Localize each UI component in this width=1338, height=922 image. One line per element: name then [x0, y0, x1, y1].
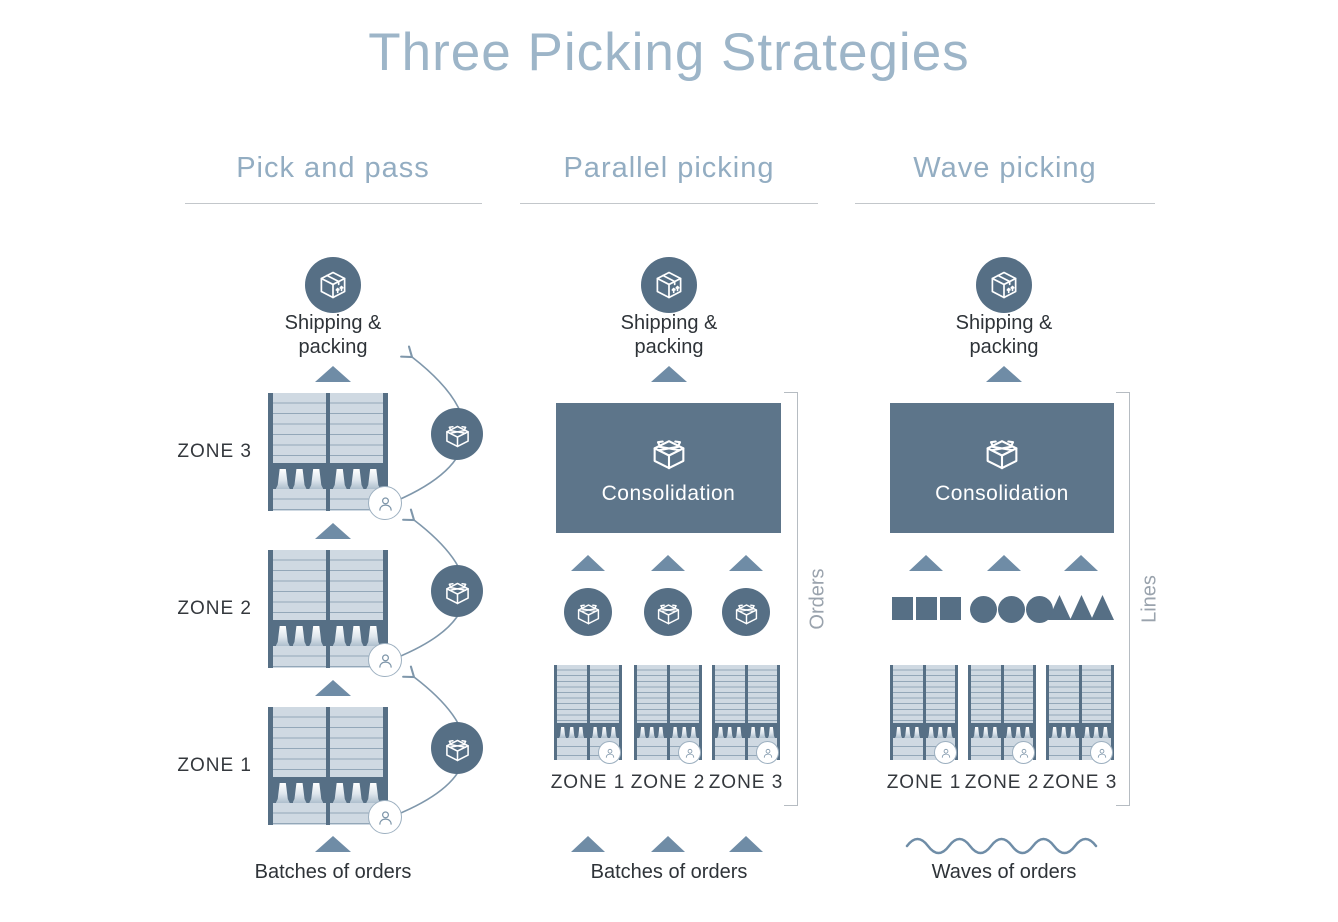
order-box-badge — [431, 565, 483, 617]
order-box-badge — [564, 588, 612, 636]
up-arrow-triangle — [909, 555, 943, 571]
closed-box-icon — [652, 268, 686, 302]
zone-label: ZONE 1 — [177, 755, 252, 776]
person-icon — [375, 807, 396, 828]
open-box-icon — [732, 598, 761, 627]
line-triangle-shape — [1091, 595, 1114, 620]
order-box-badge — [644, 588, 692, 636]
consolidation-label: Consolidation — [601, 481, 736, 505]
zone-rack — [268, 707, 388, 825]
header-underline — [520, 203, 818, 204]
up-arrow-triangle — [315, 836, 351, 852]
up-arrow-triangle — [651, 836, 685, 852]
bottom-caption: Batches of orders — [590, 861, 748, 883]
line-circle-shape — [1026, 596, 1053, 623]
page-title: Three Picking Strategies — [368, 23, 970, 82]
up-arrow-triangle — [729, 836, 763, 852]
up-arrow-triangle — [651, 366, 687, 382]
zone-label: ZONE 2 — [964, 772, 1040, 793]
open-box-icon — [442, 576, 473, 607]
picker-person-badge — [598, 741, 621, 764]
order-box-badge — [431, 408, 483, 460]
bottom-caption: Batches of orders — [254, 861, 412, 883]
picker-person-badge — [368, 486, 402, 520]
open-box-icon — [574, 598, 603, 627]
column-header: Pick and pass — [236, 152, 430, 184]
zone-rack — [1046, 665, 1114, 760]
closed-box-icon — [987, 268, 1021, 302]
line-circle-shape — [970, 596, 997, 623]
zone-label: ZONE 1 — [550, 772, 626, 793]
line-square-shape — [892, 597, 913, 620]
header-underline — [185, 203, 482, 204]
zone-label: ZONE 2 — [177, 598, 252, 619]
up-arrow-triangle — [315, 523, 351, 539]
header-underline — [855, 203, 1155, 204]
up-arrow-triangle — [571, 836, 605, 852]
zone-label: ZONE 1 — [886, 772, 962, 793]
open-box-icon — [648, 431, 690, 473]
person-icon — [939, 746, 953, 760]
zone-label: ZONE 3 — [708, 772, 784, 793]
zone-label: ZONE 3 — [177, 441, 252, 462]
person-icon — [761, 746, 775, 760]
person-icon — [375, 650, 396, 671]
picker-person-badge — [678, 741, 701, 764]
bracket-label: Orders — [806, 568, 829, 630]
open-box-icon — [654, 598, 683, 627]
picker-person-badge — [756, 741, 779, 764]
shipping-packing-icon-badge — [641, 257, 697, 313]
open-box-icon — [442, 419, 473, 450]
shipping-packing-icon-badge — [305, 257, 361, 313]
shipping-packing-label: Shipping & packing — [955, 312, 1053, 358]
orders-bracket — [784, 392, 798, 806]
person-icon — [1017, 746, 1031, 760]
line-circle-shape — [998, 596, 1025, 623]
up-arrow-triangle — [315, 680, 351, 696]
up-arrow-triangle — [315, 366, 351, 382]
picker-person-badge — [368, 800, 402, 834]
zone-rack — [968, 665, 1036, 760]
zone-rack — [268, 393, 388, 511]
picker-person-badge — [1090, 741, 1113, 764]
consolidation-label: Consolidation — [935, 481, 1069, 505]
picker-person-badge — [934, 741, 957, 764]
zone-label: ZONE 3 — [1042, 772, 1118, 793]
up-arrow-triangle — [729, 555, 763, 571]
column-header: Wave picking — [913, 152, 1097, 184]
order-box-badge — [722, 588, 770, 636]
consolidation-box: Consolidation — [890, 403, 1114, 533]
picker-person-badge — [368, 643, 402, 677]
shipping-packing-label: Shipping & packing — [620, 312, 718, 358]
person-icon — [683, 746, 697, 760]
line-square-shape — [940, 597, 961, 620]
up-arrow-triangle — [986, 366, 1022, 382]
consolidation-box: Consolidation — [556, 403, 781, 533]
zone-label: ZONE 2 — [630, 772, 706, 793]
shipping-packing-label: Shipping & packing — [284, 312, 382, 358]
column-header: Parallel picking — [563, 152, 775, 184]
open-box-icon — [442, 733, 473, 764]
closed-box-icon — [316, 268, 350, 302]
up-arrow-triangle — [987, 555, 1021, 571]
line-triangle-shape — [1070, 595, 1093, 620]
person-icon — [375, 493, 396, 514]
person-icon — [1095, 746, 1109, 760]
bottom-caption: Waves of orders — [931, 861, 1077, 883]
line-square-shape — [916, 597, 937, 620]
wave-line — [905, 837, 1098, 855]
up-arrow-triangle — [1064, 555, 1098, 571]
up-arrow-triangle — [651, 555, 685, 571]
zone-rack — [268, 550, 388, 668]
picker-person-badge — [1012, 741, 1035, 764]
bracket-label: Lines — [1138, 575, 1161, 623]
lines-bracket — [1116, 392, 1130, 806]
up-arrow-triangle — [571, 555, 605, 571]
order-box-badge — [431, 722, 483, 774]
shipping-packing-icon-badge — [976, 257, 1032, 313]
person-icon — [603, 746, 617, 760]
open-box-icon — [981, 431, 1023, 473]
